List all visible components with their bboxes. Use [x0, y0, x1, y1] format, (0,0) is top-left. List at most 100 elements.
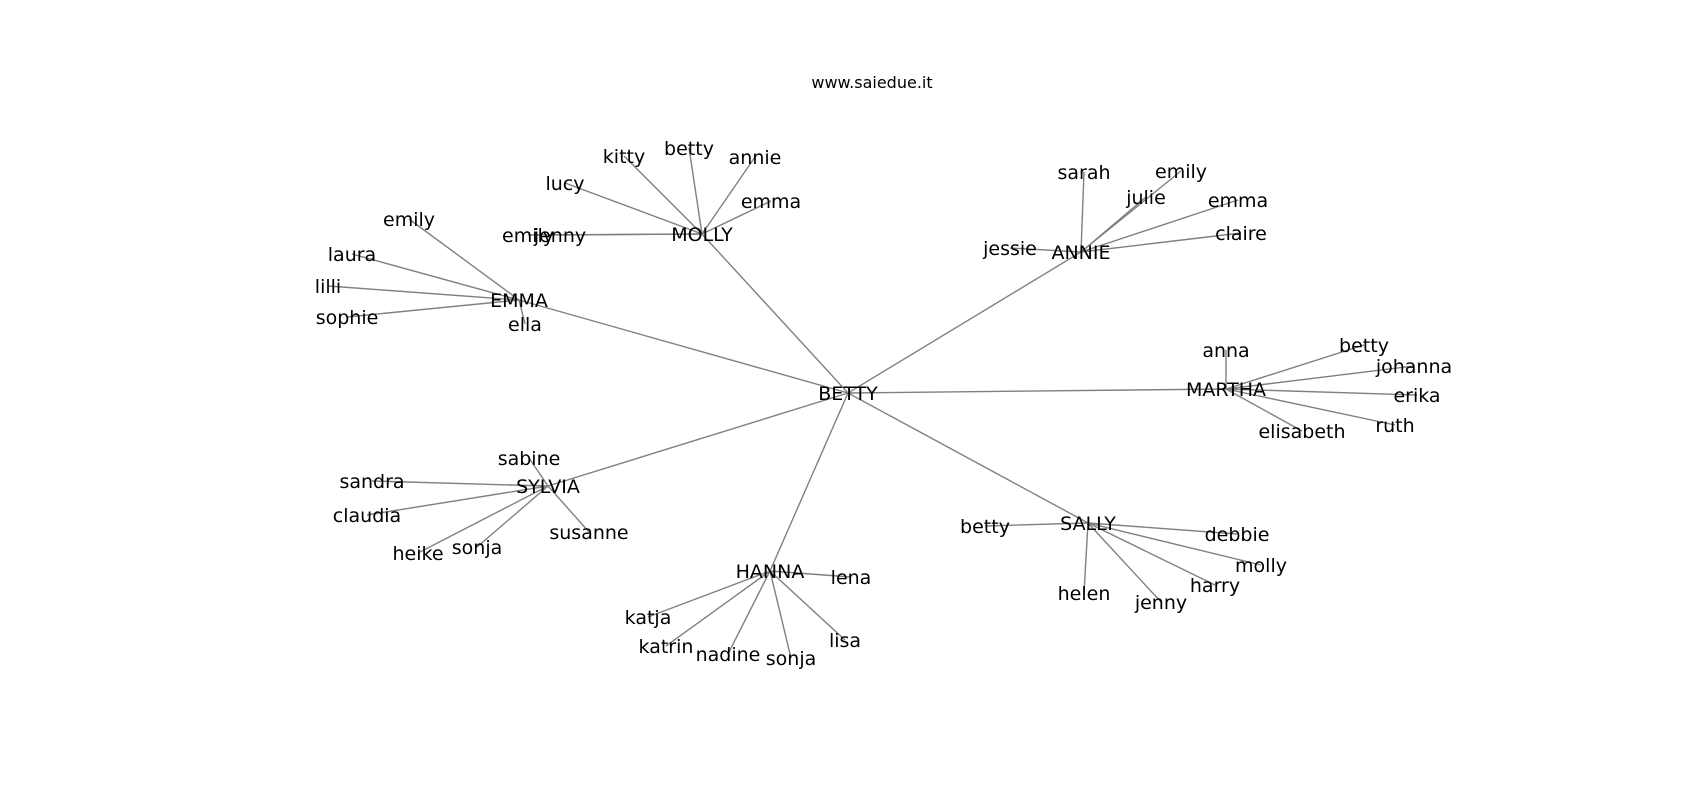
leaf-node-label: harry	[1190, 575, 1240, 597]
edge-sylvia-sabine	[528, 457, 549, 487]
leaf-node-label: lena	[831, 567, 872, 589]
leaf-node-label: erika	[1393, 385, 1440, 407]
edge-annie-claire	[1080, 232, 1242, 253]
edge-hanna-nadine	[727, 570, 771, 655]
edge-sylvia-heike	[417, 485, 549, 554]
edge-root-sally	[847, 392, 1089, 524]
edge-hanna-katrin	[665, 570, 771, 647]
edge-root-sylvia	[547, 392, 849, 487]
leaf-node-label: anna	[1202, 340, 1249, 362]
leaf-node-label: claudia	[333, 505, 401, 527]
edge-sylvia-claudia	[366, 485, 549, 516]
edge-hanna-sonja	[769, 570, 792, 659]
leaf-node-label: sarah	[1057, 162, 1110, 184]
leaf-node-label: johanna	[1375, 356, 1452, 378]
leaf-node-label: susanne	[549, 522, 628, 544]
leaf-node-label: sophie	[316, 307, 379, 329]
edge-molly-jenny	[559, 233, 703, 236]
hub-node-label: MARTHA	[1186, 379, 1266, 401]
edge-annie-jessie	[1009, 247, 1082, 253]
edge-sylvia-sandra	[371, 480, 549, 487]
edge-emma-ella	[518, 299, 526, 325]
edge-root-molly	[701, 233, 849, 394]
leaf-node-label: heike	[392, 543, 443, 565]
edge-annie-julie	[1080, 196, 1147, 253]
leaf-node-label: ella	[508, 314, 542, 336]
hub-node-label: HANNA	[736, 561, 805, 583]
edge-sally-debbie	[1087, 522, 1238, 535]
edge-sally-betty	[984, 522, 1089, 527]
edge-molly-annie	[701, 156, 756, 235]
edge-martha-ruth	[1225, 388, 1396, 426]
leaf-node-label: lisa	[829, 630, 861, 652]
leaf-node-label: nadine	[696, 644, 761, 666]
leaf-node-label: helen	[1058, 583, 1111, 605]
edge-sally-helen	[1083, 522, 1089, 594]
root-node-label: BETTY	[818, 383, 878, 405]
edge-annie-emma	[1080, 199, 1239, 253]
edge-emma-sophie	[346, 299, 520, 318]
edge-root-annie	[847, 251, 1082, 394]
leaf-node-label: laura	[328, 244, 376, 266]
leaf-node-label: betty	[1339, 335, 1389, 357]
edge-molly-betty	[688, 147, 703, 235]
edge-sally-molly	[1087, 522, 1262, 566]
edge-martha-elisabeth	[1225, 388, 1303, 432]
edge-emma-laura	[351, 253, 520, 301]
leaf-node-label: lilli	[315, 276, 341, 298]
hub-node-label: ANNIE	[1051, 242, 1110, 264]
edge-emma-lilli	[327, 285, 520, 301]
leaf-node-label: emily	[1155, 161, 1207, 183]
leaf-node-label: emma	[741, 191, 801, 213]
leaf-node-label: sandra	[339, 471, 404, 493]
edge-molly-kitty	[623, 155, 703, 235]
leaf-node-label: jessie	[982, 238, 1037, 260]
leaf-node-label: jenny	[1134, 592, 1187, 614]
edges	[327, 147, 1418, 659]
hub-node-label: EMMA	[490, 290, 548, 312]
leaf-node-label: emily	[383, 209, 435, 231]
leaf-node-label: emily	[502, 225, 554, 247]
edge-root-martha	[847, 388, 1227, 394]
leaf-node-label: elisabeth	[1258, 421, 1345, 443]
leaf-node-label: julie	[1125, 187, 1166, 209]
leaf-node-label: betty	[664, 138, 714, 160]
leaf-node-label: jenny	[533, 225, 586, 247]
leaf-node-label: annie	[729, 147, 782, 169]
edge-martha-betty	[1225, 344, 1365, 390]
edge-molly-lucy	[564, 182, 703, 235]
leaf-node-label: katja	[625, 607, 672, 629]
edge-root-hanna	[769, 392, 849, 572]
leaf-node-label: ruth	[1375, 415, 1414, 437]
edge-sylvia-sonja	[476, 485, 549, 548]
leaf-node-label: katrin	[639, 636, 694, 658]
leaf-node-label: emma	[1208, 190, 1268, 212]
edge-sally-harry	[1087, 522, 1216, 586]
leaf-node-label: debbie	[1205, 524, 1270, 546]
leaf-node-label: sonja	[452, 537, 503, 559]
edge-hanna-lisa	[769, 570, 846, 641]
hub-node-label: SALLY	[1060, 513, 1116, 535]
leaf-node-label: betty	[960, 516, 1010, 538]
hub-node-label: SYLVIA	[516, 476, 580, 498]
edge-martha-erika	[1225, 388, 1418, 396]
leaf-node-label: sonja	[766, 648, 817, 670]
edge-emma-emily	[408, 218, 520, 301]
edge-root-emma	[518, 299, 849, 394]
edge-sylvia-susanne	[547, 485, 590, 533]
leaf-node-label: molly	[1235, 555, 1287, 577]
leaf-node-label: sabine	[498, 448, 561, 470]
leaf-node-label: claire	[1215, 223, 1267, 245]
graph-title: www.saiedue.it	[811, 73, 932, 92]
edge-annie-sarah	[1080, 171, 1085, 253]
edge-martha-johanna	[1225, 365, 1415, 390]
edge-hanna-lena	[769, 570, 852, 578]
leaf-node-label: kitty	[603, 146, 645, 168]
leaf-node-label: lucy	[545, 173, 584, 195]
edge-hanna-katja	[647, 570, 771, 618]
edge-molly-emma	[701, 200, 772, 235]
edge-sally-jenny	[1087, 522, 1162, 603]
hub-node-label: MOLLY	[671, 224, 733, 246]
